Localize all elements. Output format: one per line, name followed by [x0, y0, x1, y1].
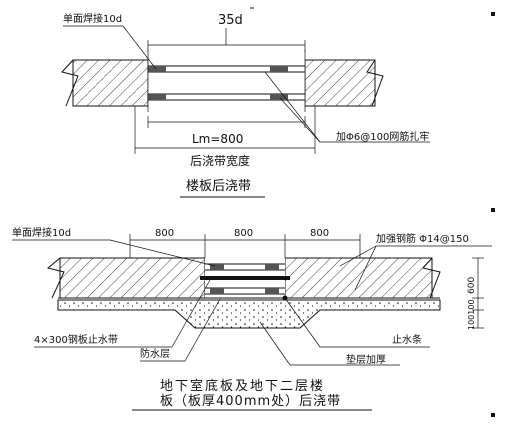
- top-slab-right: [304, 59, 376, 107]
- bottom-break-right: [422, 257, 441, 299]
- top-slab-left: [72, 59, 149, 107]
- top-title: 楼板后浇带: [186, 179, 251, 194]
- bottom-weld-leader-2: [109, 239, 216, 267]
- bottom-weld-ll: [210, 288, 224, 294]
- bottom-weld-lr: [265, 288, 279, 294]
- top-weld-ul: [148, 66, 166, 72]
- bottom-cushion-leader-2: [259, 321, 291, 366]
- top-detail: 35d 单面焊接10d Lm=800 后浇带宽度 加Φ6@100网筋扎牢 楼板后…: [61, 12, 430, 198]
- bottom-weld-note: 单面焊接10d: [12, 226, 71, 239]
- corner-mark: [491, 208, 495, 212]
- bottom-rebar-note: 加强钢筋 Φ14@150: [376, 232, 469, 245]
- bottom-cushion-note: 垫层加厚: [346, 353, 386, 366]
- top-rebar-note: 加Φ6@100网筋扎牢: [336, 130, 429, 143]
- bottom-title-line2: 板（板厚400mm处）后浇带: [160, 394, 341, 409]
- top-weld-lr: [270, 94, 288, 100]
- bottom-title-line1: 地下室底板及地下二层楼: [160, 378, 325, 394]
- bottom-dim-2: 800: [234, 228, 253, 239]
- bottom-rebar-leader-3: [354, 245, 377, 291]
- bottom-waterproof-note: 防水层: [140, 347, 170, 360]
- bottom-waterproof-leader-2: [184, 298, 221, 362]
- top-weld-note: 单面焊接10d: [63, 12, 122, 25]
- bottom-cushion: [57, 299, 441, 329]
- bottom-waterstop-leader-2: [284, 297, 321, 348]
- top-dim-35d: 35d: [218, 13, 243, 28]
- bottom-slab-right: [284, 257, 433, 299]
- bottom-rebar-leader-2: [339, 245, 377, 267]
- top-width-caption: 后浇带宽度: [190, 153, 250, 168]
- bottom-dim-3: 800: [310, 228, 329, 239]
- top-lm-label: Lm=800: [192, 132, 243, 146]
- top-rebar-leader: [264, 71, 321, 143]
- bottom-steel-plate-note: 4×300钢板止水带: [34, 333, 118, 346]
- top-weld-leader-2: [122, 25, 157, 70]
- top-break-right: [366, 59, 384, 107]
- bottom-steel-plate: [200, 276, 290, 280]
- corner-mark: [491, 12, 495, 16]
- bottom-detail: 800 800 800 单面焊接10d 加强钢筋 Φ14@150 600 100…: [12, 226, 492, 411]
- bottom-dim-100: 100100: [467, 299, 476, 330]
- bottom-dim-1: 800: [155, 228, 174, 239]
- top-weld-ll: [148, 94, 166, 100]
- top-break-left: [61, 59, 79, 107]
- bottom-weld-ul: [210, 264, 224, 270]
- top-weld-ur: [270, 66, 288, 72]
- top-rebar-leader-2: [279, 97, 321, 143]
- bottom-break-left: [46, 257, 65, 299]
- bottom-dim-600: 600: [467, 277, 477, 294]
- bottom-waterstop-note: 止水条: [392, 333, 422, 346]
- bottom-steel-plate-leader-2: [171, 279, 211, 348]
- corner-mark: [491, 413, 495, 417]
- bottom-slab-left: [59, 257, 206, 299]
- bottom-weld-ur: [265, 264, 279, 270]
